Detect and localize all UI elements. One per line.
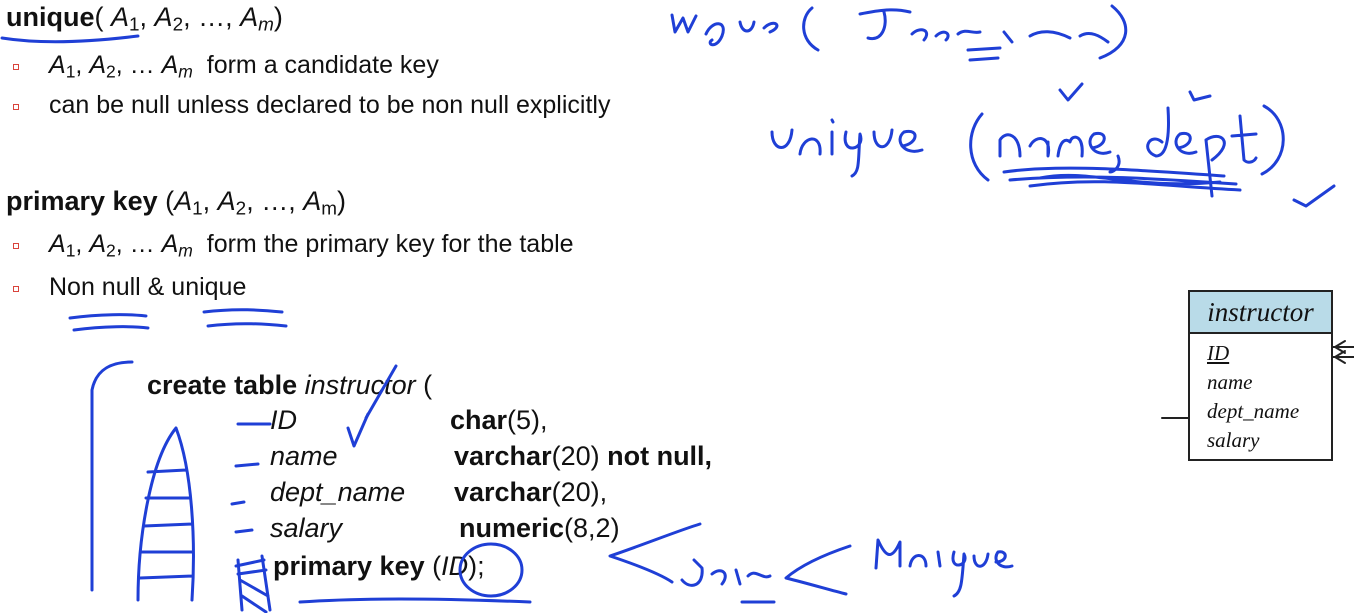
unique-bullet-nullable: can be null unless declared to be non nu… (49, 91, 611, 119)
er-arrowhead (1334, 350, 1346, 364)
ink-arrow (784, 544, 852, 596)
ink-scribble-word (670, 4, 1128, 60)
sql-column-name: dept_name (270, 477, 406, 507)
ink-striped-region (136, 426, 195, 602)
unique-bullet-candidate-key: A1, A2, … Am form a candidate key (49, 51, 439, 82)
er-attribute: salary (1207, 428, 1260, 452)
ink-tick-mark (1188, 90, 1212, 102)
pk-bullet-primary-key: A1, A2, … Am form the primary key for th… (49, 230, 574, 261)
ink-scribble-word (770, 104, 1285, 198)
bullet-marker (13, 286, 19, 292)
ink-scribble-box (234, 554, 272, 613)
sql-column-type: numeric(8,2) (459, 513, 620, 543)
ink-underline-primary-key (298, 597, 532, 604)
ink-bracket (90, 360, 134, 592)
er-attribute-list: ID name dept_name salary (1190, 334, 1331, 455)
unique-args: ( A1, A2, …, Am) (94, 2, 283, 36)
unique-heading: unique( A1, A2, …, Am) (6, 2, 283, 36)
ink-arrow (608, 522, 702, 584)
er-attribute: dept_name (1207, 399, 1300, 423)
primary-key-heading: primary key (A1, A2, …, Am) (6, 186, 346, 220)
sql-column-name: name (270, 441, 338, 471)
sql-column-name: salary (270, 513, 343, 543)
ink-scribble-word (680, 558, 776, 604)
primary-key-args: (A1, A2, …, Am) (157, 186, 346, 220)
er-right-connector-line (1332, 346, 1354, 358)
ink-dash-mark (234, 528, 254, 534)
bullet-marker (13, 64, 19, 70)
er-entity-instructor: instructor ID name dept_name salary (1188, 290, 1333, 461)
unique-keyword: unique (6, 2, 95, 32)
er-arrowhead (1334, 340, 1346, 354)
primary-key-keyword: primary key (6, 186, 158, 216)
sql-column-type: char(5), (450, 405, 548, 435)
ink-tick-mark (346, 412, 370, 448)
ink-dash-mark (230, 500, 246, 506)
bullet-marker (13, 104, 19, 110)
sql-column-type: varchar(20), (454, 477, 608, 507)
sql-column-type: varchar(20) not null, (454, 441, 713, 471)
pk-bullet-non-null-unique: Non null & unique (49, 273, 247, 301)
bullet-marker (13, 243, 19, 249)
er-entity-title: instructor (1190, 292, 1331, 334)
ink-underline-unique-bullet (202, 308, 288, 328)
ink-dash-mark (234, 462, 260, 468)
ink-underline-non-null (68, 313, 150, 332)
sql-column-name: ID (270, 405, 297, 435)
ink-double-underline (966, 46, 1002, 62)
sql-create-table-line: create table instructor ( (147, 370, 433, 400)
er-attribute: name (1207, 370, 1253, 394)
ink-underline-unique (0, 34, 140, 44)
ink-scribble-word (874, 538, 1014, 598)
er-attribute: ID (1207, 341, 1230, 365)
ink-tick-mark (1292, 184, 1336, 208)
sql-primary-key-line: primary key (ID); (273, 551, 485, 581)
ink-tick-mark (1058, 82, 1084, 102)
ink-scribble-underline (1002, 166, 1242, 192)
